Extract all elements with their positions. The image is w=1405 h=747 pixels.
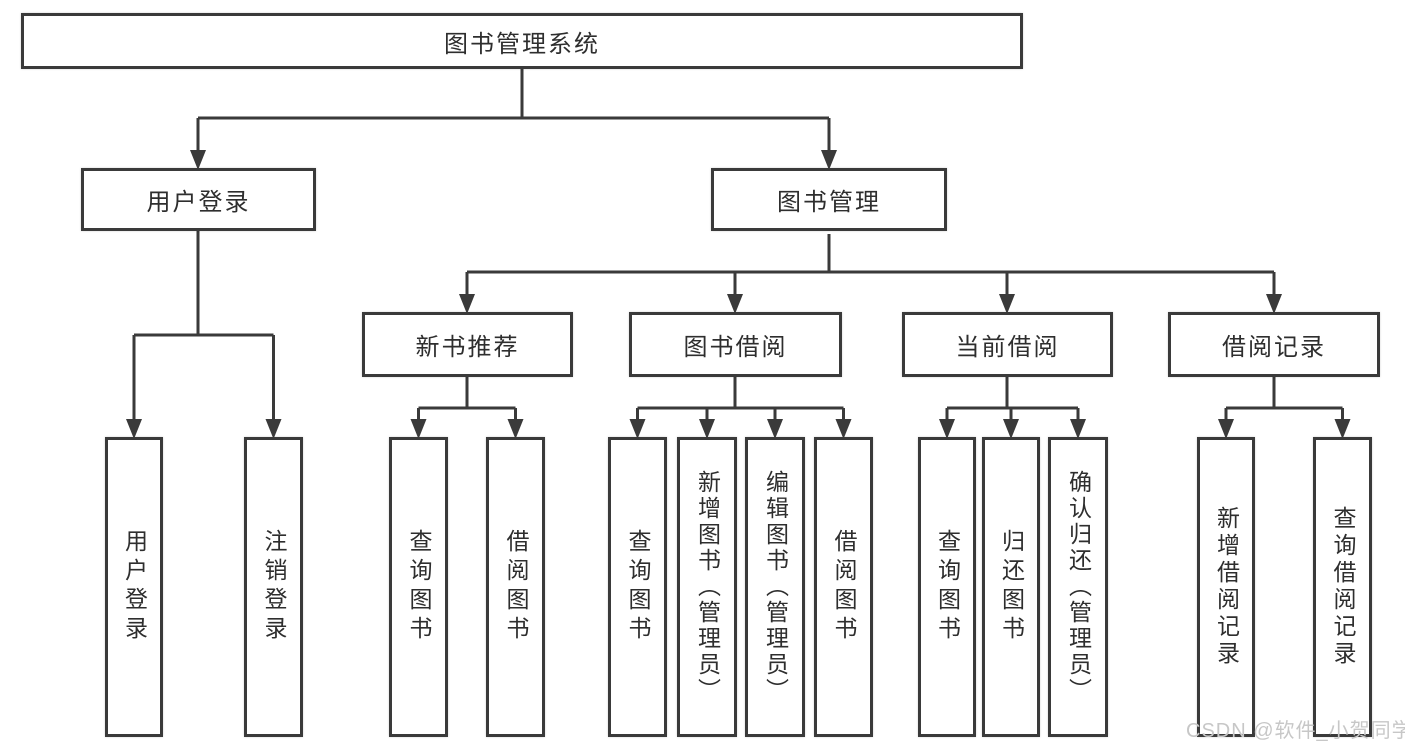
node-root: 图书管理系统 [21, 13, 1023, 69]
node-borrow-records: 借阅记录 [1168, 312, 1380, 377]
leaf-borrow-add-books-admin: 新增图书（管理员） [677, 437, 737, 737]
node-book-borrow: 图书借阅 [629, 312, 842, 377]
leaf-user-login: 用户登录 [105, 437, 163, 737]
leaf-current-return-books: 归还图书 [982, 437, 1040, 737]
node-book-management: 图书管理 [711, 168, 947, 231]
node-new-book-recommend: 新书推荐 [362, 312, 573, 377]
leaf-borrow-borrow-books: 借阅图书 [814, 437, 873, 737]
leaf-recommend-query-books: 查询图书 [389, 437, 448, 737]
watermark: CSDN @软件_小贺同学 [1186, 720, 1405, 742]
node-current-borrow: 当前借阅 [902, 312, 1113, 377]
leaf-records-add-record: 新增借阅记录 [1197, 437, 1255, 737]
leaf-borrow-query-books: 查询图书 [608, 437, 667, 737]
node-user-login: 用户登录 [81, 168, 316, 231]
leaf-borrow-edit-books-admin: 编辑图书（管理员） [745, 437, 805, 737]
leaf-recommend-borrow-books: 借阅图书 [486, 437, 545, 737]
leaf-current-confirm-return-admin: 确认归还（管理员） [1048, 437, 1108, 737]
leaf-current-query-books: 查询图书 [918, 437, 976, 737]
leaf-records-query-record: 查询借阅记录 [1313, 437, 1372, 737]
leaf-logout: 注销登录 [244, 437, 303, 737]
